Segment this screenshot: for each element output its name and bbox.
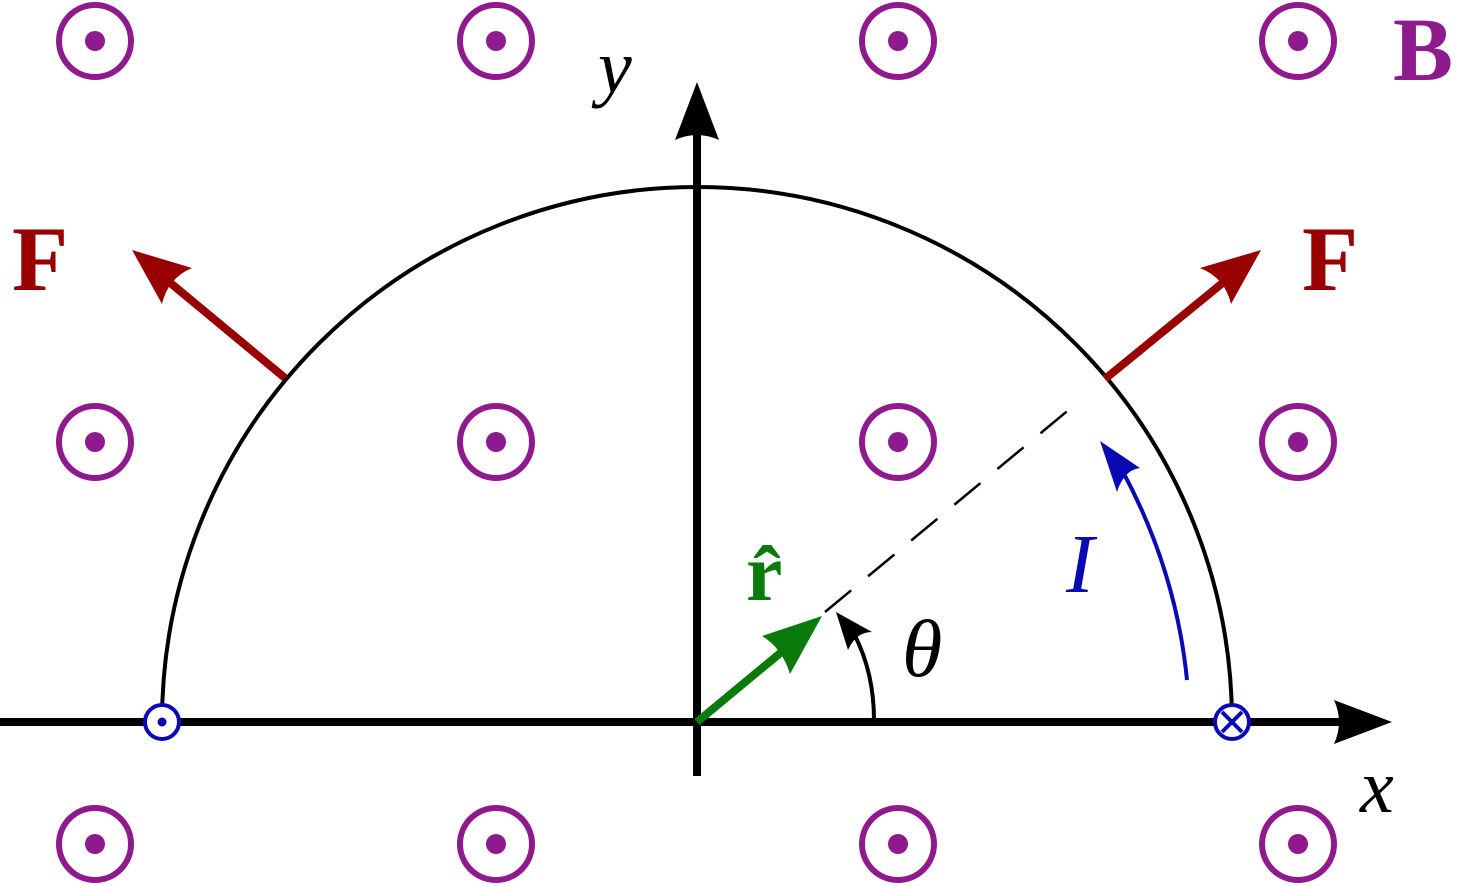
wire-end-in-icon [1213,703,1251,741]
field-out-icon [859,2,937,80]
angle-arrowhead-icon [836,612,872,650]
force-left-shaft [165,277,288,382]
field-out-icon [1259,2,1337,80]
y-axis-arrowhead-icon [675,82,719,140]
force-right-label: F [1302,208,1358,310]
field-out-icon [457,403,535,481]
angle-label: θ [902,603,942,694]
field-label: B [1393,1,1453,100]
x-axis-label: x [1359,745,1394,829]
field-out-icon [859,403,937,481]
field-out-icon [56,805,134,883]
unit-vector-label: r̂ [746,527,782,618]
force-left-arrowhead-icon [132,250,192,304]
wire-end-out-icon [143,703,181,741]
field-out-icon [1259,805,1337,883]
angle-arc [850,629,876,721]
field-out-icon [56,403,134,481]
field-out-icon [1259,403,1337,481]
unit-vector-shaft [694,641,793,726]
magnetic-field-markers [56,2,1337,883]
force-left-label: F [12,208,68,310]
unit-vector-arrowhead-icon [762,616,822,674]
force-right-shaft [1102,277,1228,383]
field-out-icon [56,2,134,80]
current-arrowhead-icon [1100,441,1140,492]
field-out-icon [457,805,535,883]
current-label: I [1065,518,1098,611]
current-arc [1120,469,1189,681]
field-out-icon [457,2,535,80]
force-right-arrowhead-icon [1200,250,1261,304]
y-axis-label: y [591,25,632,109]
field-out-icon [859,805,937,883]
x-axis-arrowhead-icon [1334,700,1392,744]
